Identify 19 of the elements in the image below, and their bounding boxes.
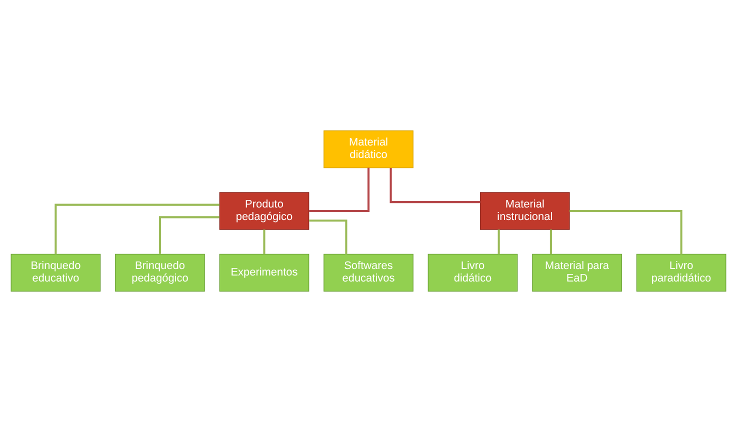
connector: [390, 168, 480, 203]
node-box: Material para EaD: [532, 253, 622, 292]
node-box: Softwares educativos: [324, 253, 414, 292]
connector: [158, 216, 220, 254]
node-box: Brinquedo pedagógico: [115, 253, 205, 292]
connector: [263, 229, 266, 254]
node-box: Material instrucional: [480, 192, 570, 230]
connector: [309, 219, 348, 254]
node-box: Brinquedo educativo: [10, 253, 101, 292]
connector: [54, 203, 220, 254]
connector: [550, 229, 552, 254]
node-box: Livro paradidático: [636, 253, 726, 292]
connector: [570, 209, 682, 254]
node-box: Livro didático: [428, 253, 518, 292]
connector: [498, 229, 500, 254]
node-box: Produto pedagógico: [219, 192, 310, 230]
node-box: Material didático: [324, 130, 414, 168]
connector: [309, 167, 370, 212]
node-box: Experimentos: [219, 253, 310, 292]
